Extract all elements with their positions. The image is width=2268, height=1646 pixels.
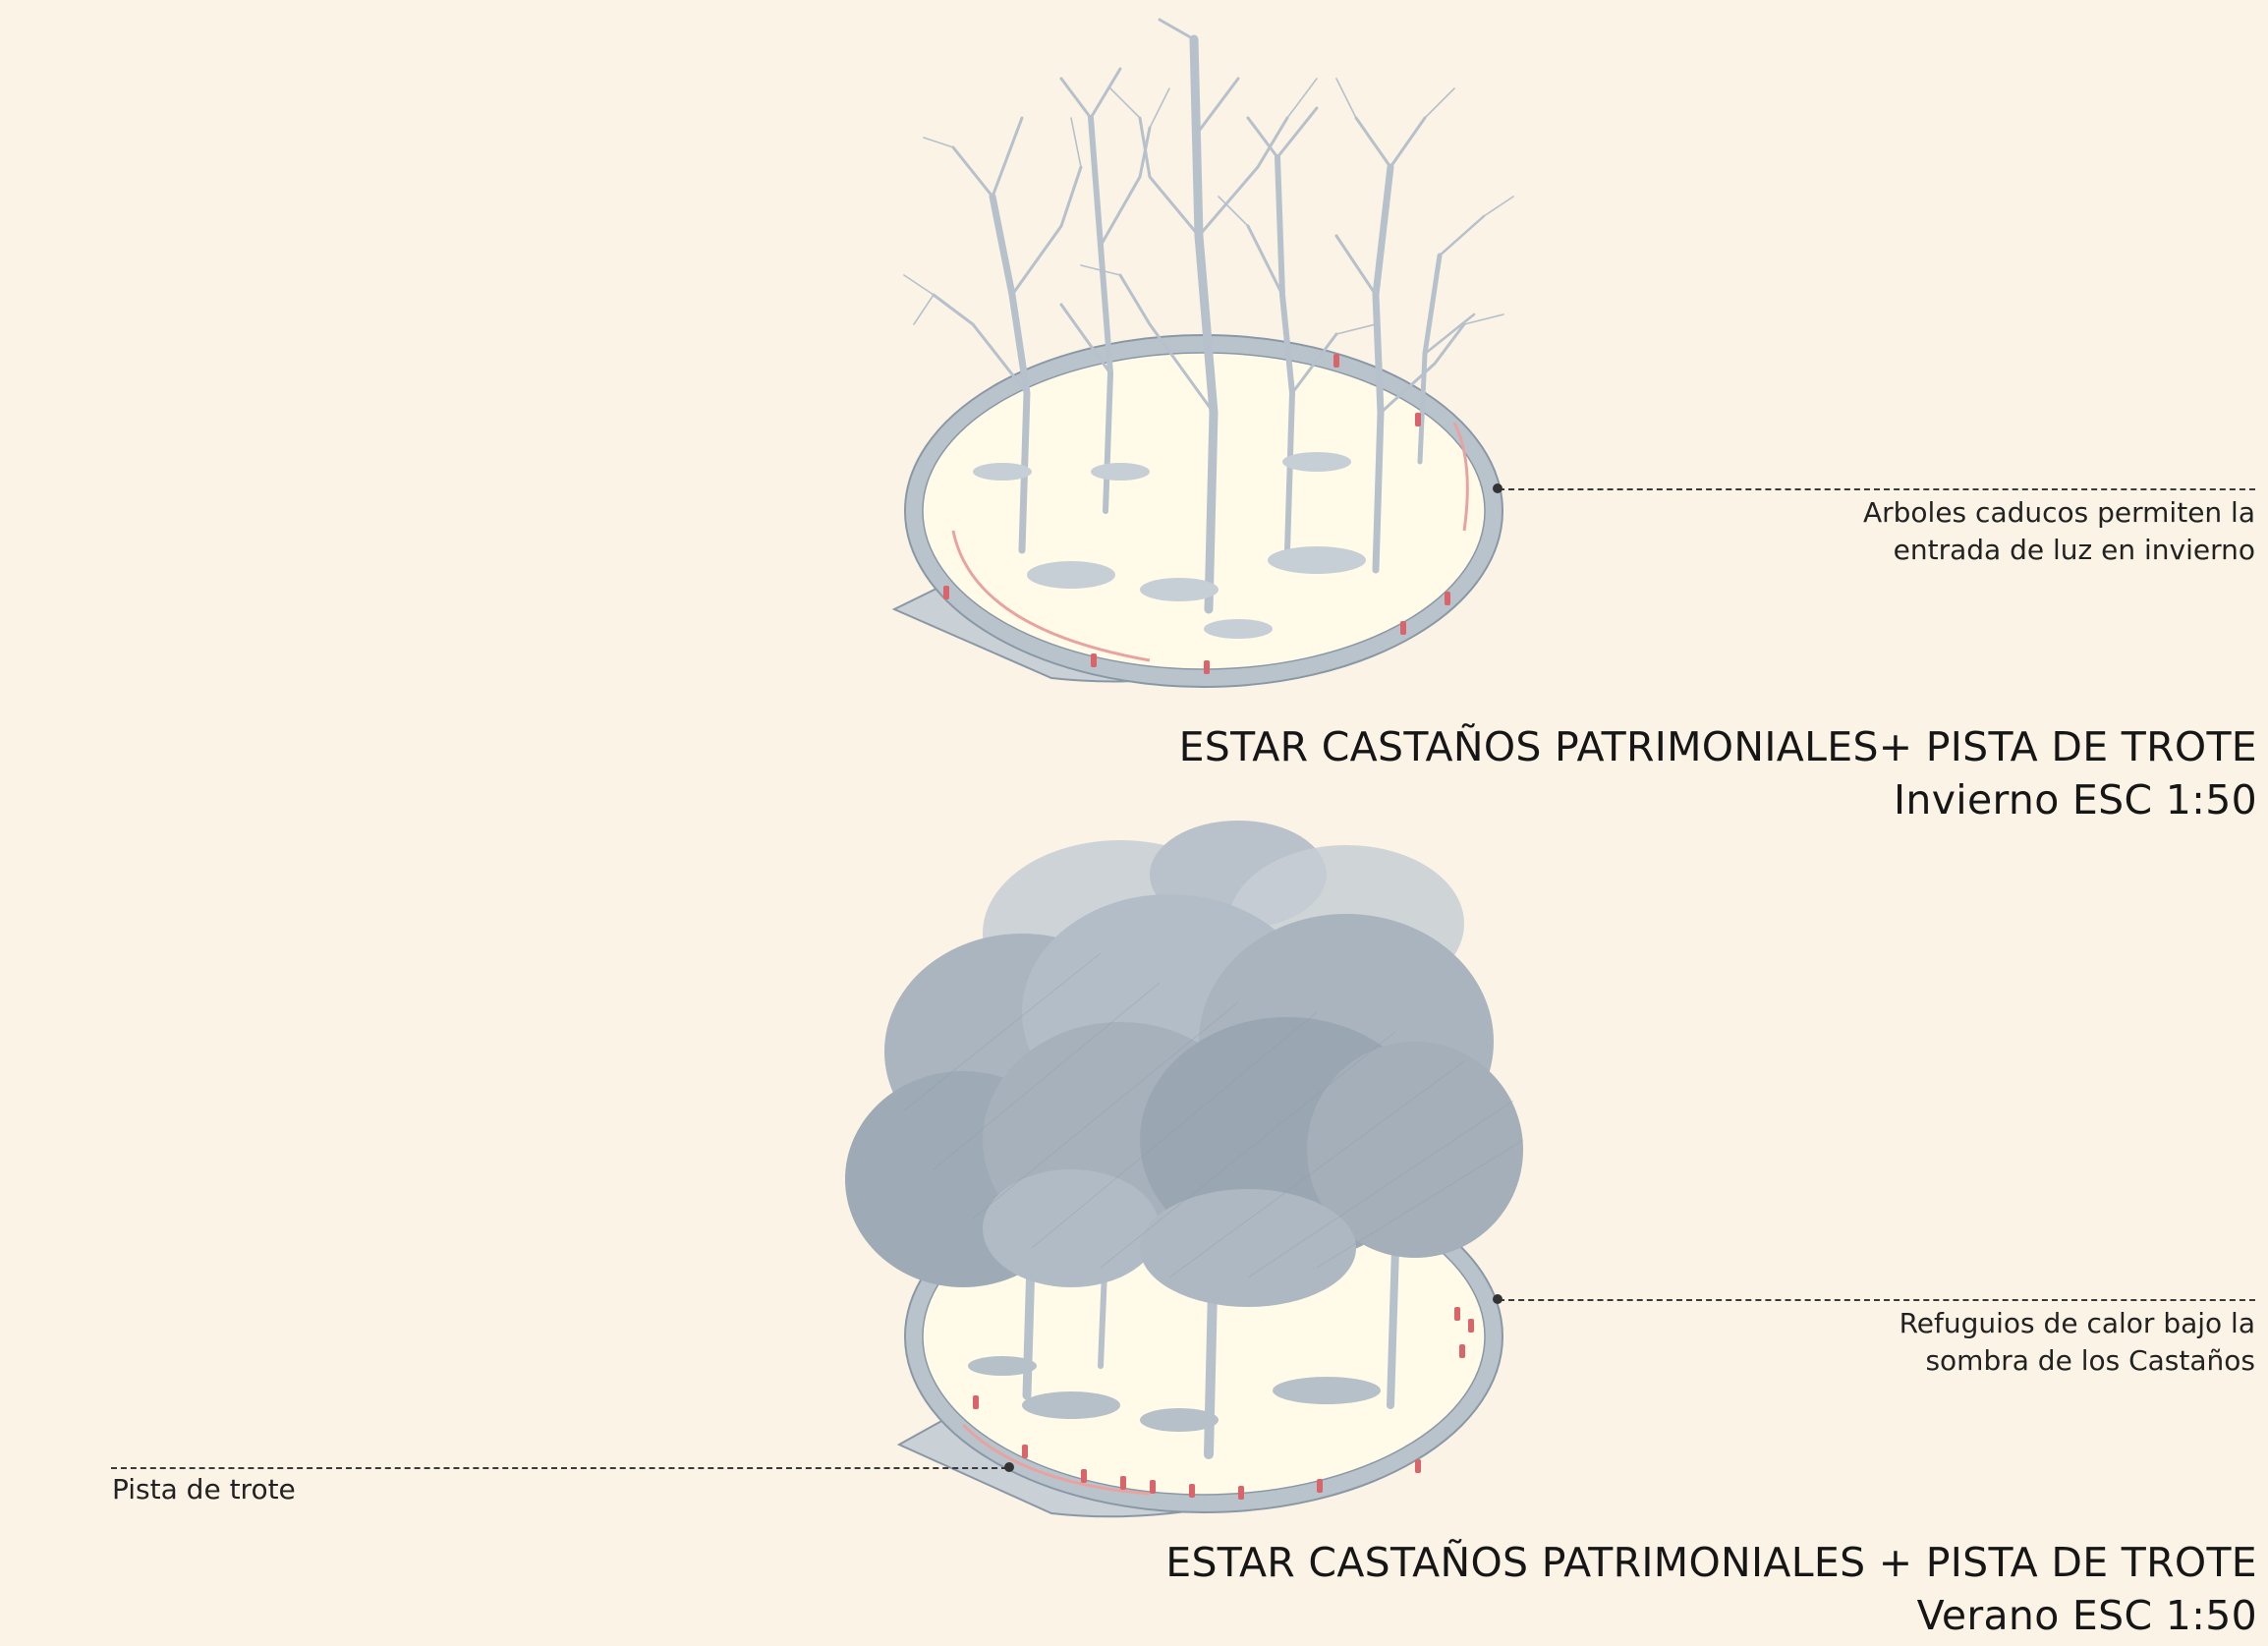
summer-annotation-line1: Refuguios de calor bajo la <box>1899 1307 2255 1339</box>
track-leader-line <box>111 1467 1007 1469</box>
leader-dot <box>1493 483 1503 493</box>
winter-title-line1: ESTAR CASTAÑOS PATRIMONIALES+ PISTA DE T… <box>1178 723 2257 770</box>
people-figures <box>943 354 1450 674</box>
ground-shrubs <box>968 1356 1381 1432</box>
summer-title-line1: ESTAR CASTAÑOS PATRIMONIALES + PISTA DE … <box>1165 1539 2257 1586</box>
ground-shrubs <box>973 452 1366 639</box>
winter-title: ESTAR CASTAÑOS PATRIMONIALES+ PISTA DE T… <box>1179 720 2257 826</box>
people-figures <box>973 1307 1474 1500</box>
summer-axonometric-drawing <box>845 821 1524 1518</box>
leader-dot <box>1493 1294 1503 1304</box>
leader-dot <box>1004 1462 1014 1472</box>
bare-trees <box>903 18 1514 614</box>
winter-annotation-line1: Arboles caducos permiten la <box>1862 496 2255 529</box>
winter-annotation: Arboles caducos permiten la entrada de l… <box>1863 494 2255 569</box>
ground-plane <box>919 349 1489 673</box>
winter-panel: Arboles caducos permiten la entrada de l… <box>891 18 2257 826</box>
summer-annotation: Refuguios de calor bajo la sombra de los… <box>1899 1305 2255 1380</box>
winter-axonometric-drawing <box>891 18 1514 688</box>
track-label: Pista de trote <box>112 1473 296 1505</box>
chestnut-canopies <box>845 821 1523 1307</box>
winter-title-line2: Invierno ESC 1:50 <box>1894 776 2257 823</box>
summer-title: ESTAR CASTAÑOS PATRIMONIALES + PISTA DE … <box>1165 1536 2257 1642</box>
annotation-leader-line <box>1499 1299 2255 1301</box>
summer-annotation-line2: sombra de los Castaños <box>1925 1344 2255 1377</box>
summer-panel: Refuguios de calor bajo la sombra de los… <box>0 816 2268 1646</box>
annotation-leader-line <box>1499 488 2255 490</box>
summer-title-line2: Verano ESC 1:50 <box>1916 1592 2257 1639</box>
winter-annotation-line2: entrada de luz en invierno <box>1893 534 2255 566</box>
